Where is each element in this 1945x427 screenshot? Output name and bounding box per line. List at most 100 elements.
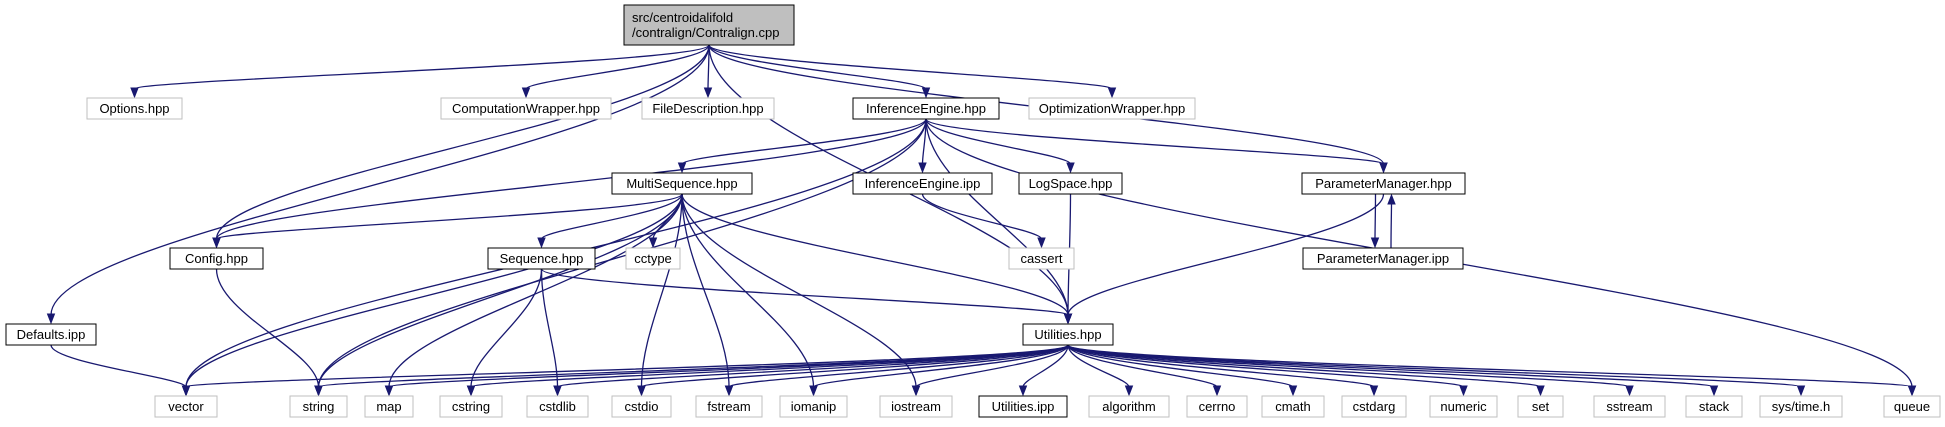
edge-arrowhead [648, 237, 658, 249]
edge-arrowhead [1536, 385, 1545, 397]
node-label: cstdio [625, 399, 659, 414]
edge-multiseq-to-cstdio [637, 193, 683, 397]
node-label: ParameterManager.ipp [1317, 251, 1449, 266]
node-label: cstdarg [1353, 399, 1396, 414]
edge-root-to-options [130, 44, 710, 99]
node-label: algorithm [1102, 399, 1155, 414]
edge-multiseq-to-sequence [537, 193, 683, 249]
edge-root-to-config [212, 44, 710, 249]
node-box [1685, 395, 1743, 418]
edge-arrowhead [1124, 385, 1134, 397]
edge-arrowhead [1907, 385, 1917, 397]
node-label: string [303, 399, 335, 414]
edge-arrowhead [1288, 385, 1298, 397]
edge-utilities-to-numeric [1067, 344, 1468, 397]
node-box [289, 395, 348, 418]
edge-multiseq-to-cctype [648, 193, 683, 249]
edge-arrowhead [703, 87, 713, 99]
edge-line [640, 193, 683, 388]
node-config[interactable]: Config.hpp [169, 247, 264, 270]
edge-utilities-to-cstring [466, 344, 1069, 397]
node-label: Config.hpp [185, 251, 248, 266]
node-box [1028, 97, 1196, 120]
node-box [1088, 395, 1170, 418]
node-label: cstdlib [539, 399, 576, 414]
edge-arrowhead [1370, 237, 1380, 249]
edge-utilities-to-utilitiesipp [1018, 344, 1069, 397]
nodes-layer: src/centroidalifold/contralign/Contralig… [5, 4, 1941, 418]
edge-arrowhead [677, 162, 687, 174]
node-box [978, 395, 1068, 418]
node-box [1883, 395, 1941, 418]
node-queue: queue [1883, 395, 1941, 418]
edge-inference-to-multiseq [677, 118, 927, 174]
node-box [1022, 323, 1114, 346]
node-cstdlib: cstdlib [526, 395, 589, 418]
edge-line [1390, 202, 1393, 249]
node-label: Defaults.ipp [17, 327, 86, 342]
edge-utilities-to-cstdio [637, 344, 1069, 397]
node-root[interactable]: src/centroidalifold/contralign/Contralig… [623, 4, 795, 46]
edge-line [185, 344, 1069, 388]
node-label: InferenceEngine.hpp [866, 101, 986, 116]
node-label: LogSpace.hpp [1029, 176, 1113, 191]
edge-arrowhead [637, 385, 646, 397]
node-multiseq[interactable]: MultiSequence.hpp [611, 172, 753, 195]
node-label: iomanip [791, 399, 837, 414]
edge-line [681, 118, 927, 165]
node-label: Sequence.hpp [500, 251, 584, 266]
node-logspace[interactable]: LogSpace.hpp [1018, 172, 1123, 195]
node-parammgripp[interactable]: ParameterManager.ipp [1302, 247, 1464, 270]
node-box [1517, 395, 1564, 418]
node-stack: stack [1685, 395, 1743, 418]
node-label: queue [1894, 399, 1930, 414]
node-inference[interactable]: InferenceEngine.hpp [852, 97, 1000, 120]
node-box [879, 395, 953, 418]
node-defaults[interactable]: Defaults.ipp [5, 323, 97, 346]
node-label: InferenceEngine.ipp [865, 176, 981, 191]
edge-utilities-to-stack [1067, 344, 1719, 397]
node-cmath: cmath [1261, 395, 1325, 418]
node-label: MultiSequence.hpp [626, 176, 737, 191]
node-box [364, 395, 414, 418]
node-utilitiesipp[interactable]: Utilities.ipp [978, 395, 1068, 418]
node-fstream: fstream [695, 395, 763, 418]
node-parammgr[interactable]: ParameterManager.hpp [1301, 172, 1466, 195]
node-optimization: OptimizationWrapper.hpp [1028, 97, 1196, 120]
node-box [611, 172, 753, 195]
node-cstdio: cstdio [611, 395, 672, 418]
node-box [86, 97, 183, 120]
node-box [5, 323, 97, 346]
edge-line [50, 44, 710, 316]
edge-utilities-to-algorithm [1067, 344, 1134, 397]
node-sstream: sstream [1593, 395, 1666, 418]
node-computation: ComputationWrapper.hpp [440, 97, 612, 120]
edge-arrowhead [1107, 87, 1117, 99]
node-numeric: numeric [1429, 395, 1498, 418]
edge-inference-to-parammgr [925, 118, 1388, 174]
edge-utilities-to-cmath [1067, 344, 1298, 397]
edge-line [925, 118, 1072, 165]
edge-line [1067, 344, 1375, 388]
edge-line [540, 268, 559, 388]
edge-line [470, 344, 1069, 388]
edge-line [915, 344, 1069, 388]
edge-line [133, 44, 710, 90]
node-inferenceipp[interactable]: InferenceEngine.ipp [852, 172, 993, 195]
edge-line [1374, 193, 1377, 240]
edge-line [925, 118, 1385, 165]
node-utilities[interactable]: Utilities.hpp [1022, 323, 1114, 346]
edge-line [925, 118, 1069, 316]
edge-arrowhead [46, 313, 56, 325]
node-filedesc: FileDescription.hpp [641, 97, 775, 120]
edge-line [470, 268, 543, 388]
node-box [641, 97, 775, 120]
node-label: FileDescription.hpp [652, 101, 763, 116]
edge-line [1067, 344, 1542, 388]
edge-utilities-to-vector [181, 344, 1069, 397]
edge-line [708, 44, 927, 90]
node-sequence[interactable]: Sequence.hpp [487, 247, 596, 270]
edge-multiseq-to-vector [181, 193, 683, 397]
edge-arrowhead [181, 385, 191, 397]
edge-line [1067, 344, 1218, 388]
